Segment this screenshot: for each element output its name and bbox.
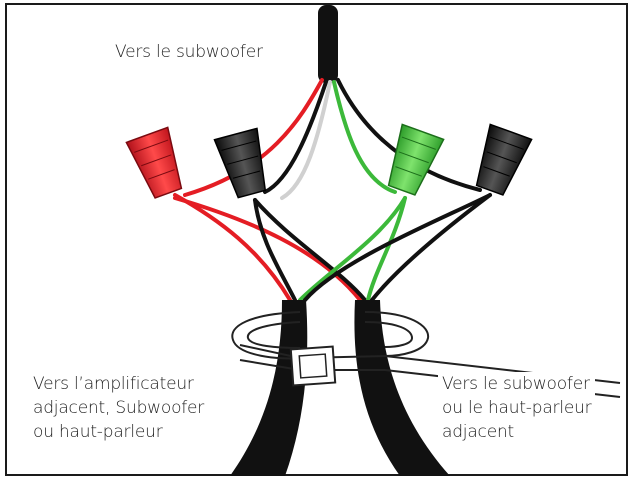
wires-top [183,78,482,200]
label-to-subwoofer-top: Vers le subwoofer [115,42,263,62]
label-right-line-2: ou le haut-parleur [442,398,592,418]
black-wire-nut-right [475,123,533,196]
green-wire-nut [387,123,445,196]
green-wire-a [298,196,407,302]
black-wire-left-b [253,198,367,302]
white-wire-top [280,80,332,200]
black-wire-right-a [303,193,492,302]
wires-bottom [173,193,492,302]
black-wire-top-right [336,78,482,192]
label-left-line-1: Vers l’amplificateur [33,374,194,394]
green-wire-top [332,80,397,194]
label-left-line-2: adjacent, Subwoofer [33,398,205,418]
black-wire-left-a [253,198,297,302]
red-wire-nut [125,126,183,199]
red-wire-top [183,78,324,197]
black-wire-nut-left [213,127,267,199]
red-wire-left-b [173,196,362,302]
label-left-line-3: ou haut-parleur [33,422,163,442]
top-cable [318,5,338,83]
green-wire-b [366,196,407,302]
black-wire-right-b [370,193,492,302]
red-wire-left-a [173,193,292,302]
lower-cable-right [354,300,450,476]
label-right-line-3: adjacent [442,422,514,442]
lower-cable-left [230,300,308,476]
label-to-amplifier: Vers l’amplificateur adjacent, Subwoofer… [33,372,204,444]
black-wire-top-left [263,80,328,194]
label-right-line-1: Vers le subwoofer [442,374,590,394]
label-to-subwoofer-right: Vers le subwoofer ou le haut-parleur adj… [438,372,596,444]
